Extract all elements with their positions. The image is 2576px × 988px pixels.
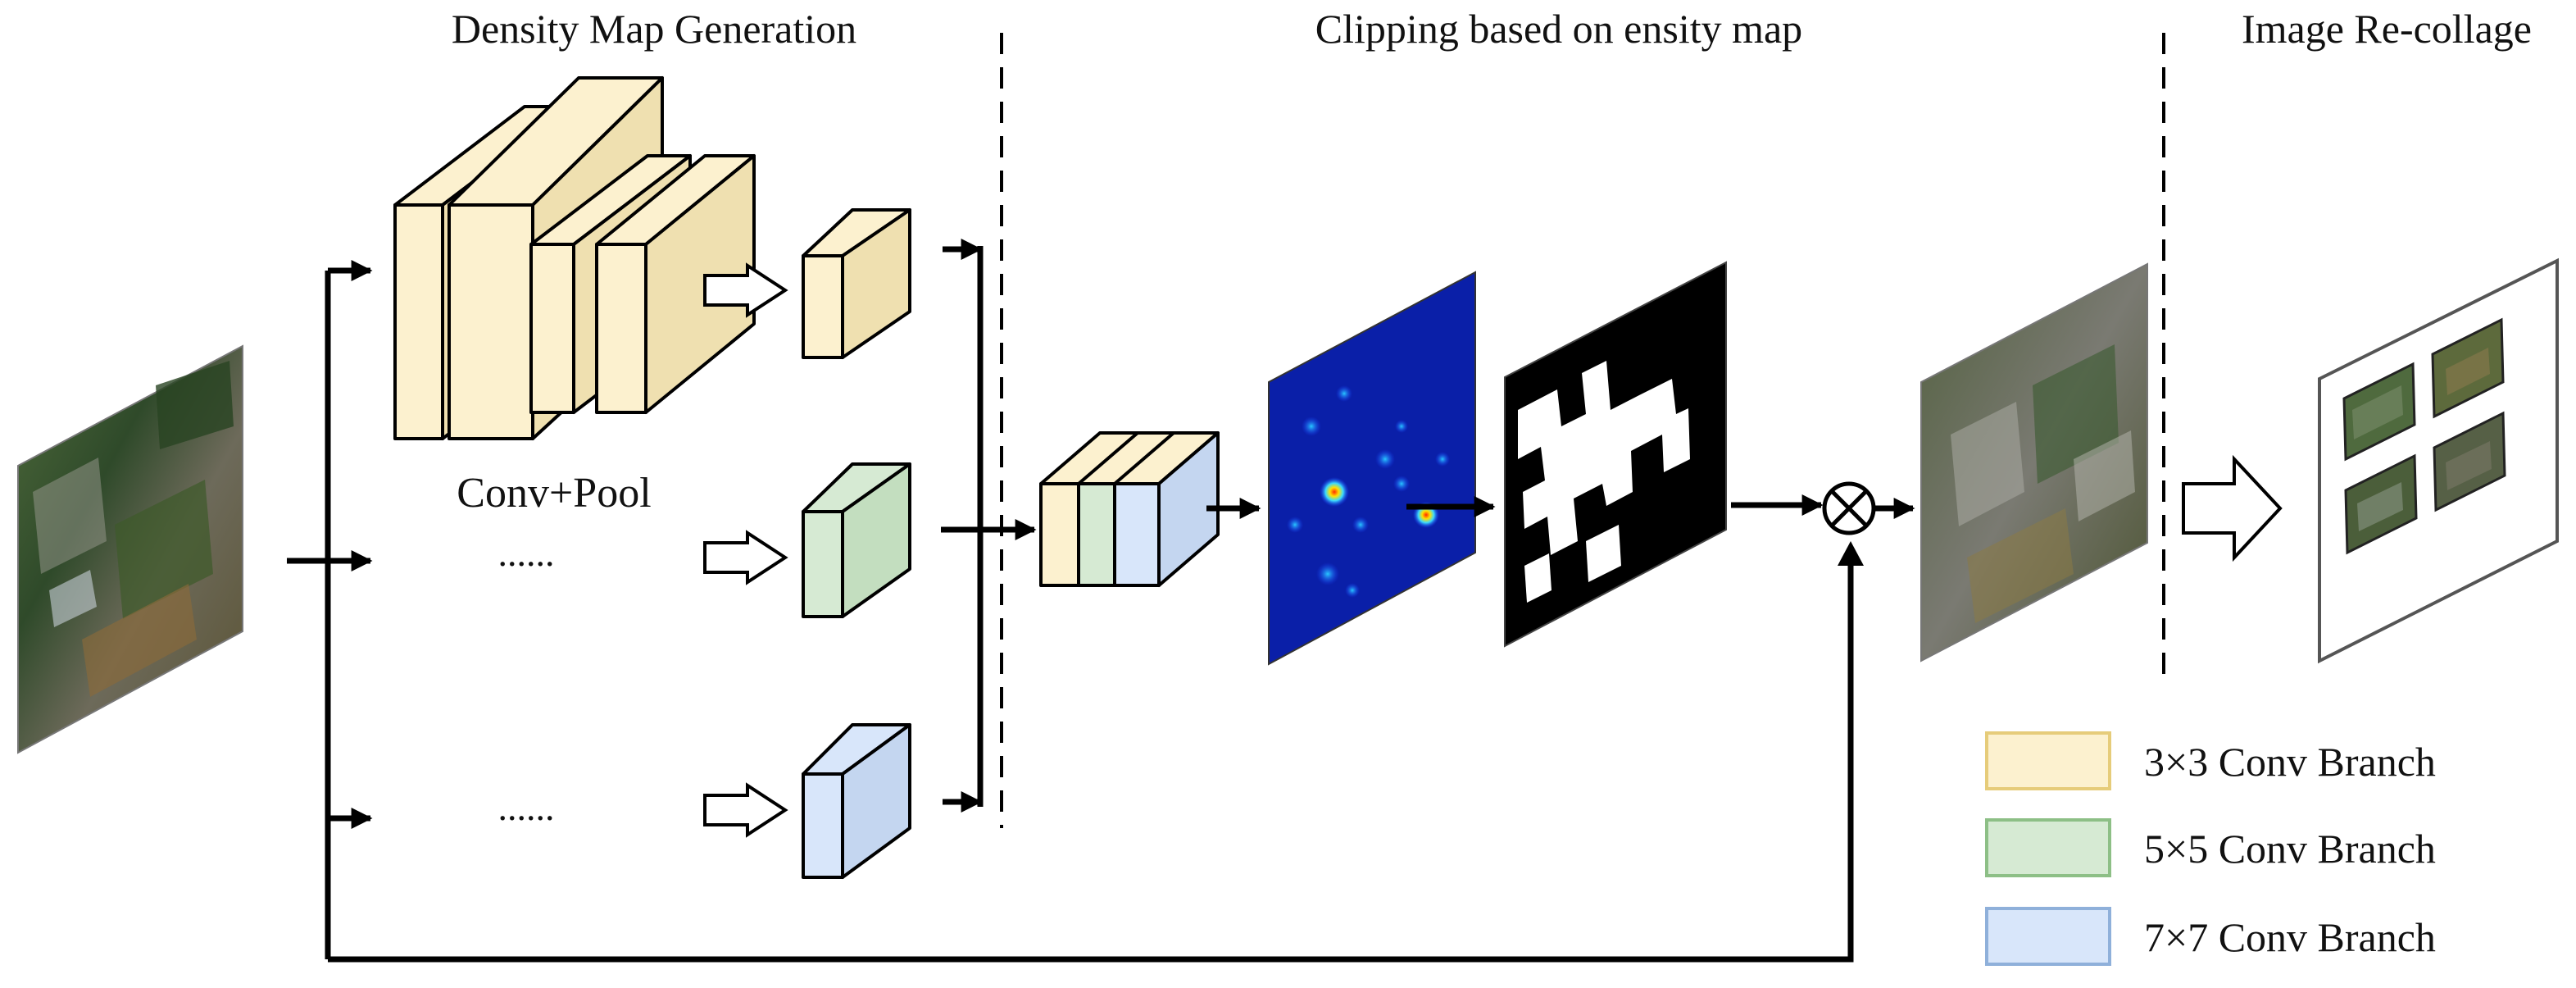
legend-swatch-5x5 [1985,818,2111,877]
clipped-aerial-image [1920,262,2148,662]
ellipsis-middle: ...... [498,532,555,574]
branch-cube-3x3 [802,208,911,359]
section-title-density: Density Map Generation [452,6,856,52]
skip-connection [328,558,1854,963]
hollow-arrow-icon [703,530,788,585]
concatenated-feature-block [1039,431,1220,587]
section-title-recollage: Image Re-collage [2242,6,2532,52]
section-title-clipping: Clipping based on ensity map [1315,6,1802,52]
legend-label-3x3: 3×3 Conv Branch [2144,739,2436,785]
conv-pool-stack [393,76,756,440]
conv-pool-label: Conv+Pool [457,470,651,517]
branch-cube-7x7 [802,723,911,879]
recollage-panel [2318,257,2559,664]
hollow-arrow-icon [703,782,788,838]
binary-clip-mask [1504,261,1727,648]
legend-swatch-7x7 [1985,907,2111,966]
branch-cube-5x5 [802,462,911,618]
hollow-arrow-icon [2182,454,2283,562]
legend: 3×3 Conv Branch 5×5 Conv Branch 7×7 Conv… [1985,731,2436,966]
legend-label-5x5: 5×5 Conv Branch [2144,826,2436,872]
legend-swatch-3x3 [1985,731,2111,790]
hollow-arrow-icon [703,262,788,318]
input-aerial-image [17,344,243,754]
legend-item-7x7: 7×7 Conv Branch [1985,907,2436,966]
legend-item-5x5: 5×5 Conv Branch [1985,818,2436,877]
circle-times-icon [1822,481,1876,535]
legend-label-7x7: 7×7 Conv Branch [2144,914,2436,960]
ellipsis-bottom: ...... [498,786,555,828]
legend-item-3x3: 3×3 Conv Branch [1985,731,2436,790]
density-heatmap [1268,271,1476,666]
